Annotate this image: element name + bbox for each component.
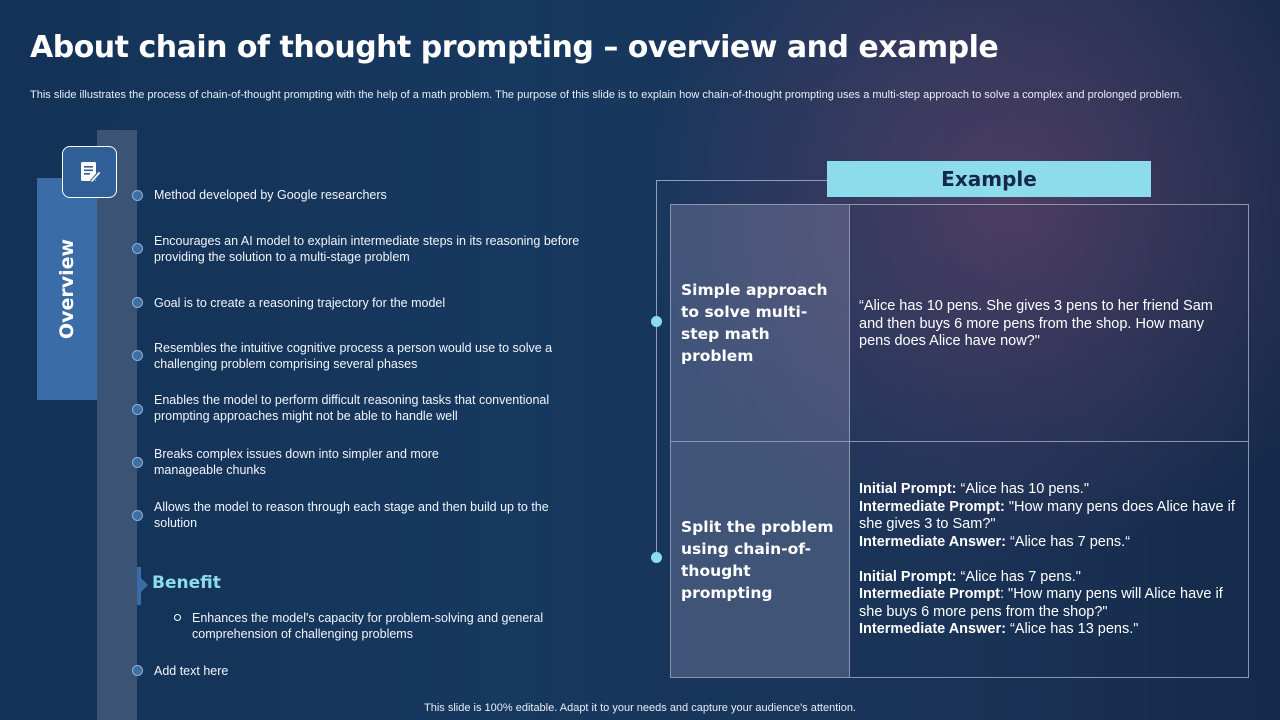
step-line: Intermediate Answer: “Alice has 13 pens.…: [859, 621, 1139, 637]
benefit-title: Benefit: [152, 573, 221, 593]
bullet-dot: [132, 510, 143, 521]
timeline-rail: [97, 130, 137, 720]
overview-bullet: Enables the model to perform difficult r…: [154, 393, 550, 423]
connector-dot: [651, 316, 662, 327]
overview-bullet: Encourages an AI model to explain interm…: [154, 234, 580, 264]
bullet-dot: [132, 243, 143, 254]
step-line: Initial Prompt: “Alice has 10 pens.": [859, 481, 1089, 497]
step-line: Initial Prompt: “Alice has 7 pens.": [859, 568, 1081, 585]
bullet-dot: [132, 404, 143, 415]
step-line: Intermediate Prompt: "How many pens will…: [859, 586, 1223, 620]
connector-dot: [651, 552, 662, 563]
example-problem-text: “Alice has 10 pens. She gives 3 pens to …: [859, 298, 1213, 349]
bullet-dot: [132, 190, 143, 201]
page-title: About chain of thought prompting – overv…: [30, 30, 999, 65]
overview-label: Overview: [37, 178, 97, 400]
example-row-label: Simple approach to solve multi-step math…: [671, 205, 850, 442]
overview-bullet: Method developed by Google researchers: [154, 188, 387, 202]
example-bracket-left: [656, 180, 657, 558]
overview-bullet: Goal is to create a reasoning trajectory…: [154, 296, 446, 310]
footer-note: This slide is 100% editable. Adapt it to…: [424, 702, 856, 714]
bullet-dot: [132, 457, 143, 468]
benefit-text: Enhances the model's capacity for proble…: [192, 611, 544, 641]
bullet-dot: [132, 297, 143, 308]
example-row-label-text: Split the problem using chain-of-thought…: [681, 518, 834, 602]
add-text-bullet: Add text here: [154, 664, 229, 678]
page-subtitle: This slide illustrates the process of ch…: [30, 89, 1183, 101]
example-bracket-top: [656, 180, 827, 181]
example-row-label-text: Simple approach to solve multi-step math…: [681, 281, 828, 365]
overview-bar: [37, 178, 97, 400]
overview-label-text: Overview: [56, 238, 79, 340]
example-row-text: “Alice has 10 pens. She gives 3 pens to …: [850, 205, 1248, 442]
bullet-dot: [132, 350, 143, 361]
example-table: Simple approach to solve multi-step math…: [670, 204, 1249, 678]
example-steps: Initial Prompt: “Alice has 10 pens." Int…: [850, 442, 1248, 678]
example-header: Example: [827, 161, 1151, 197]
overview-bullet: Resembles the intuitive cognitive proces…: [154, 341, 553, 371]
benefit-marker: [137, 567, 141, 605]
document-edit-icon: [62, 146, 117, 198]
step-line: Intermediate Answer: “Alice has 7 pens.“: [859, 533, 1131, 550]
overview-bullet: Breaks complex issues down into simpler …: [154, 447, 439, 477]
overview-bullet: Allows the model to reason through each …: [154, 500, 549, 530]
bullet-dot: [132, 665, 143, 676]
sub-bullet-circle-icon: [174, 614, 181, 621]
step-line: Intermediate Prompt: "How many pens does…: [859, 498, 1235, 533]
example-row-label: Split the problem using chain-of-thought…: [671, 442, 850, 678]
benefit-arrow-icon: [141, 578, 148, 592]
